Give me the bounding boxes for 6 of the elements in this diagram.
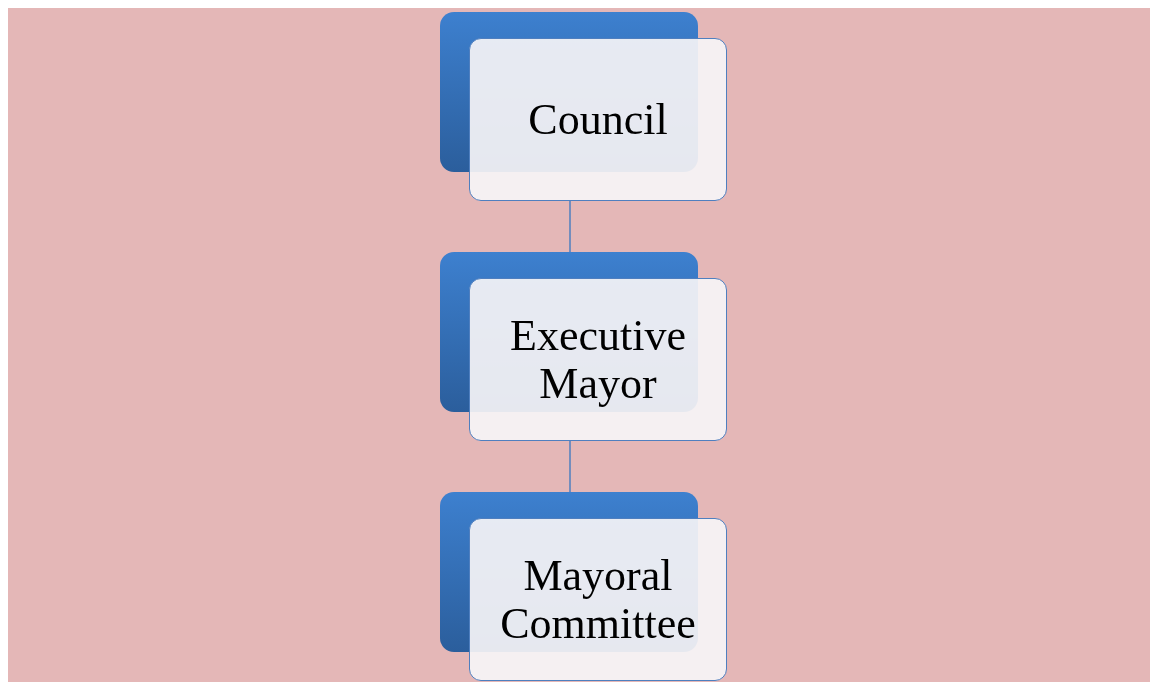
- node-label: Executive Mayor: [509, 311, 687, 408]
- process-box: [469, 278, 727, 441]
- node-label: Mayoral Committee: [499, 551, 697, 648]
- node-label: Council: [528, 95, 668, 144]
- process-box: [469, 38, 727, 201]
- process-box: [469, 518, 727, 681]
